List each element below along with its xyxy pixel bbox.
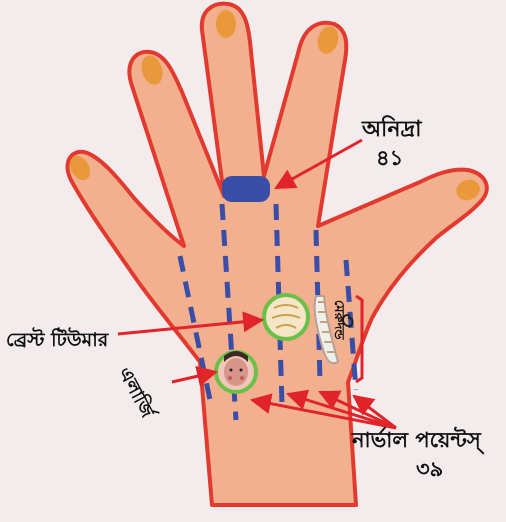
spine-label: মেরুদন্ড — [327, 300, 348, 340]
breast-tumor-circle — [264, 295, 308, 339]
breast-tumor-label: ব্রেস্ট টিউমার — [6, 326, 108, 358]
middle-nail — [216, 10, 236, 38]
nerve-points-count: ৩৯ — [416, 453, 443, 488]
insomnia-point-number: ৪১ — [376, 142, 403, 177]
insomnia-point-marker — [222, 176, 270, 202]
